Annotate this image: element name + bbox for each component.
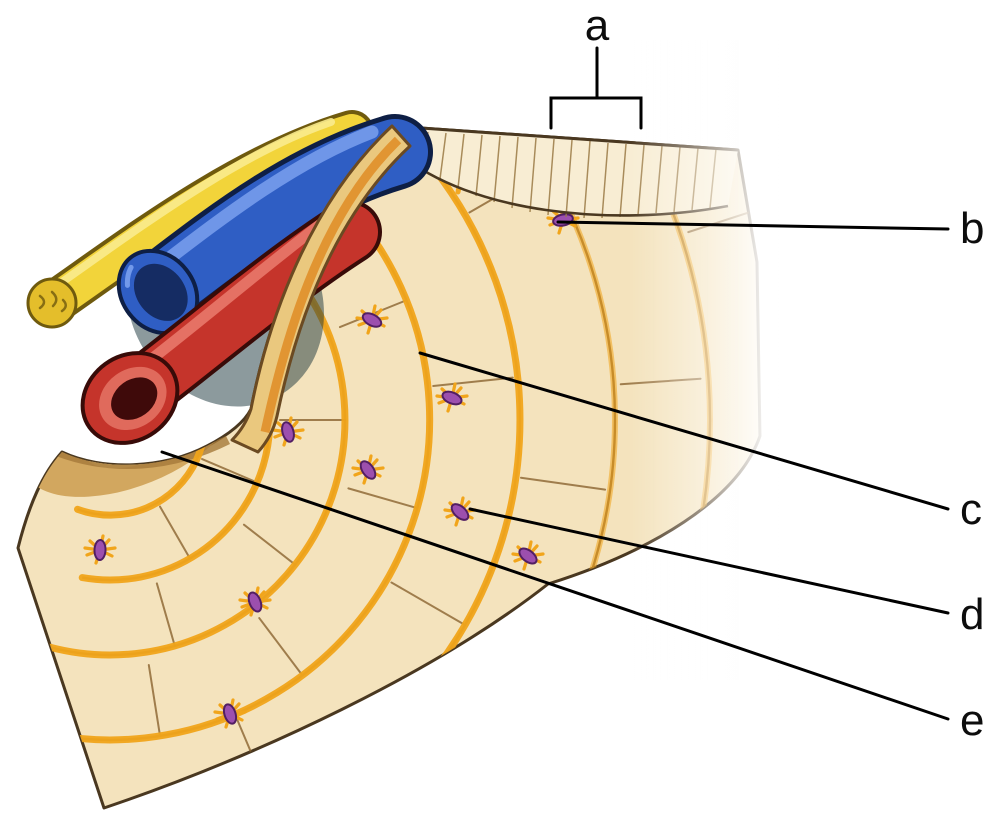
artery-lumen: [111, 377, 158, 420]
leader-line-a: [549, 46, 643, 130]
nerve-cut-texture: [38, 290, 67, 313]
vein-lumen: [133, 263, 188, 321]
label-b: b: [960, 204, 984, 253]
nerve-highlight: [41, 118, 335, 298]
label-d: d: [960, 590, 984, 639]
cut-rim-stripe: [260, 136, 402, 433]
fade-right: [628, 40, 808, 680]
label-c: c: [960, 485, 982, 534]
nerve-cut-end: [26, 277, 78, 329]
artery-cut-end: [80, 351, 180, 445]
vein-cut-end: [116, 248, 200, 336]
leader-line-d: [468, 507, 950, 615]
leader-line-c: [418, 351, 950, 511]
leader-line-e: [160, 450, 950, 721]
label-a: a: [585, 1, 610, 50]
cut-rim: [230, 124, 412, 454]
leader-line-b: [556, 220, 950, 231]
leader-lines: [160, 46, 950, 721]
label-e: e: [960, 696, 984, 745]
